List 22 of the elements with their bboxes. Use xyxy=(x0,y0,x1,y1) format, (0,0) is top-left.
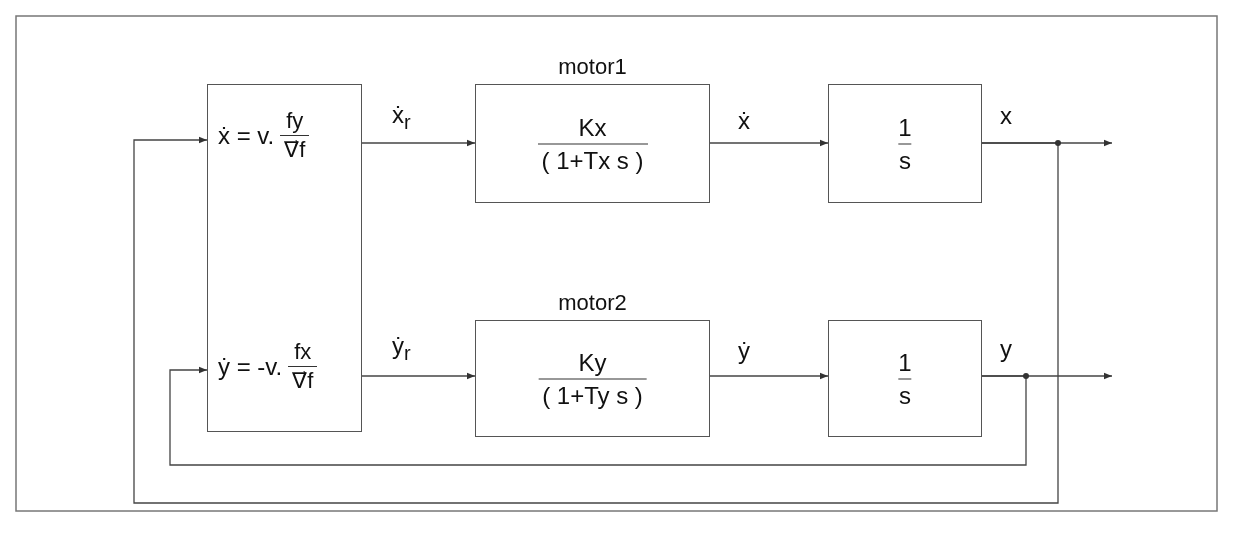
numerator: 1 xyxy=(897,347,913,377)
numerator: Kx xyxy=(577,112,608,142)
denominator: ∇⃗f xyxy=(283,136,307,164)
numerator: Ky xyxy=(577,347,608,378)
feedback-arrow xyxy=(169,366,1027,466)
numerator: fx xyxy=(293,338,313,366)
denominator: s xyxy=(898,145,912,175)
signal-arrow xyxy=(361,139,476,147)
signal-arrow xyxy=(361,372,476,380)
denominator: ∇⃗f xyxy=(291,367,315,395)
equation-term: ẏ = -v. xyxy=(218,352,283,381)
signal-arrow xyxy=(709,139,829,147)
numerator: fy xyxy=(285,107,305,135)
feedback-arrow xyxy=(133,136,1059,504)
denominator: s xyxy=(898,380,912,410)
denominator: ( 1+Tx s ) xyxy=(540,145,645,176)
signal-arrow xyxy=(709,372,829,380)
equation-term: ẋ = v. xyxy=(218,121,275,150)
block-title: motor1 xyxy=(557,54,628,80)
numerator: 1 xyxy=(897,112,913,142)
denominator: ( 1+Ty s ) xyxy=(541,380,644,411)
block-title: motor2 xyxy=(557,290,628,316)
